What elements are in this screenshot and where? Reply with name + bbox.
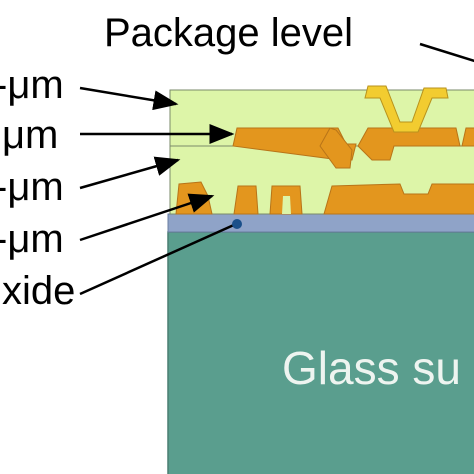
substrate-label: Glass su bbox=[282, 342, 461, 394]
oxide-dot bbox=[232, 219, 242, 229]
top-metal-pad bbox=[364, 85, 449, 133]
leader-oxide bbox=[79, 222, 237, 296]
leader-layer3 bbox=[79, 156, 181, 190]
glass-substrate bbox=[167, 231, 474, 474]
middle-metal-layer bbox=[232, 127, 474, 169]
layer4-label: -μm bbox=[0, 217, 64, 261]
package-level-label: Package level bbox=[104, 11, 353, 55]
leader-layer1 bbox=[79, 86, 179, 111]
layer2-label: μm bbox=[2, 113, 58, 157]
layer1-label: -μm bbox=[0, 63, 64, 107]
oxide-layer bbox=[167, 213, 474, 233]
leader-layer4 bbox=[79, 193, 215, 242]
leader-package-level bbox=[419, 42, 474, 63]
layer3-label: -μm bbox=[0, 165, 64, 209]
oxide-label: xide bbox=[2, 269, 75, 313]
